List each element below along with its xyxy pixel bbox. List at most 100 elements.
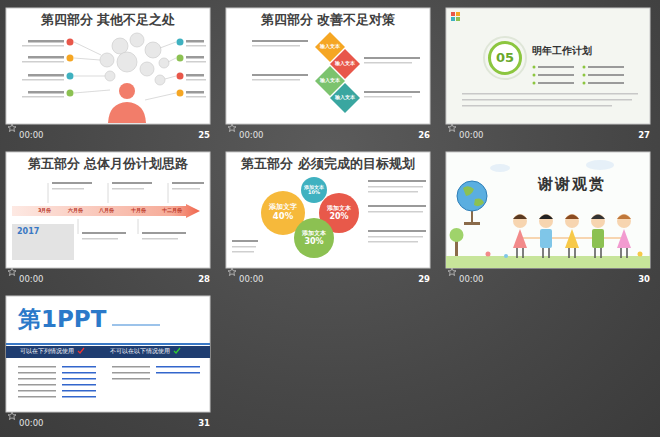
header-band (6, 346, 210, 358)
grass-strip (446, 256, 650, 268)
slide-frame (226, 152, 430, 268)
logo-mark (451, 17, 455, 21)
bullet-list (533, 82, 536, 85)
children-illustration (516, 248, 518, 258)
text-placeholder-bar (232, 240, 258, 242)
text-placeholder-bar (368, 211, 423, 213)
text-placeholder-bar (52, 182, 92, 184)
link-list (18, 366, 200, 398)
url-bar (112, 324, 160, 326)
text-placeholder-bar (252, 79, 300, 81)
link-list (156, 366, 200, 368)
star-icon (448, 124, 456, 132)
text-placeholder-bar (252, 40, 308, 42)
flower (504, 254, 508, 258)
bubble-cluster (112, 38, 128, 54)
number-circle: 05 (488, 41, 522, 75)
text-placeholder-bar (22, 45, 64, 47)
time-label: 00:00 (19, 274, 44, 284)
star-icon (448, 268, 456, 276)
person-icon (119, 83, 135, 99)
slide-title: 第1PPT (18, 306, 106, 332)
slide-thumbnail: 第1PPT可以在下列情况使用不可以在以下情况使用 (6, 296, 210, 412)
slide-thumbnail: 谢谢观赏 (446, 152, 650, 268)
bullet-list (588, 74, 624, 76)
link-list (62, 384, 96, 386)
text-placeholder-bar (368, 205, 426, 207)
slide-frame (446, 8, 650, 124)
leader-line (74, 42, 176, 100)
bullet-list (588, 82, 624, 84)
slide-number: 26 (390, 130, 430, 140)
text-placeholder-bar (186, 61, 206, 63)
text-placeholder-bar (364, 57, 420, 59)
timeline-tick (138, 219, 139, 234)
text-placeholder-bar (368, 241, 418, 243)
text-placeholder-bar (28, 56, 64, 59)
leader-line (74, 42, 101, 55)
star-icon (228, 268, 236, 276)
bullet-list (538, 74, 574, 76)
slide-frame (446, 152, 650, 268)
text-placeholder-bar (186, 74, 204, 77)
slide-thumbnail: 第四部分 改善不足对策输入文本输入文本输入文本输入文本 (226, 8, 430, 124)
text-placeholder-bar (22, 79, 64, 81)
globe-illustration (464, 222, 480, 225)
link-list (18, 366, 56, 368)
node-text: 30% (304, 237, 323, 246)
text-placeholder-bar (186, 79, 206, 81)
globe-illustration (474, 199, 484, 207)
bullet-list (583, 66, 586, 69)
link-list (18, 378, 56, 380)
children-illustration (620, 248, 622, 258)
decision-diamond: 输入文本 (330, 83, 360, 113)
link-list (18, 390, 56, 392)
text-placeholder-bar (112, 188, 144, 190)
link-list (112, 366, 150, 368)
flower (486, 252, 643, 259)
node-text: 十二月份 (162, 208, 182, 214)
link-list (62, 372, 96, 374)
bullet-list (588, 66, 624, 68)
slide-title: 第五部分 总体月份计划思路 (6, 157, 210, 172)
children-illustration (568, 248, 570, 258)
children-illustration (565, 215, 579, 220)
children-illustration (513, 214, 631, 258)
header-band (6, 343, 210, 358)
slide-thumbnail: 第五部分 必须完成的目标规划添加文字40%添加文本10%添加文本20%添加文本3… (226, 152, 430, 268)
text-placeholder-bar (28, 91, 64, 94)
tree (450, 228, 464, 256)
text-placeholder-bar (368, 191, 418, 193)
url-bar (112, 324, 160, 326)
globe-illustration (463, 186, 474, 196)
link-list (62, 396, 96, 398)
leader-line (165, 76, 176, 79)
star-icon (228, 124, 236, 132)
bullet-dot (67, 39, 74, 46)
header-band (6, 343, 210, 345)
bullet-dot (67, 73, 74, 80)
text-placeholder-bar (28, 40, 64, 43)
bullet-list (462, 93, 638, 95)
star-icon (8, 268, 16, 276)
globe-illustration (457, 181, 487, 225)
star-icon (8, 412, 16, 420)
time-label: 00:00 (19, 130, 44, 140)
link-list (18, 372, 56, 374)
timeline-tick (48, 183, 49, 203)
node-text: 20% (329, 212, 348, 221)
logo-mark (451, 12, 455, 16)
children-illustration (513, 215, 527, 220)
timeline-tick (168, 183, 169, 203)
bullet-dot (67, 90, 74, 97)
check-mark (78, 348, 84, 353)
leader-line (145, 93, 176, 100)
text-placeholder-bar (28, 74, 64, 77)
text-placeholder-bar (232, 246, 256, 248)
time-label: 00:00 (459, 274, 484, 284)
circle-halo (484, 37, 526, 79)
bullet-dot (177, 39, 184, 46)
text-placeholder-bar (22, 61, 64, 63)
bullet-dot (177, 90, 184, 97)
node-text: 10% (308, 190, 320, 196)
